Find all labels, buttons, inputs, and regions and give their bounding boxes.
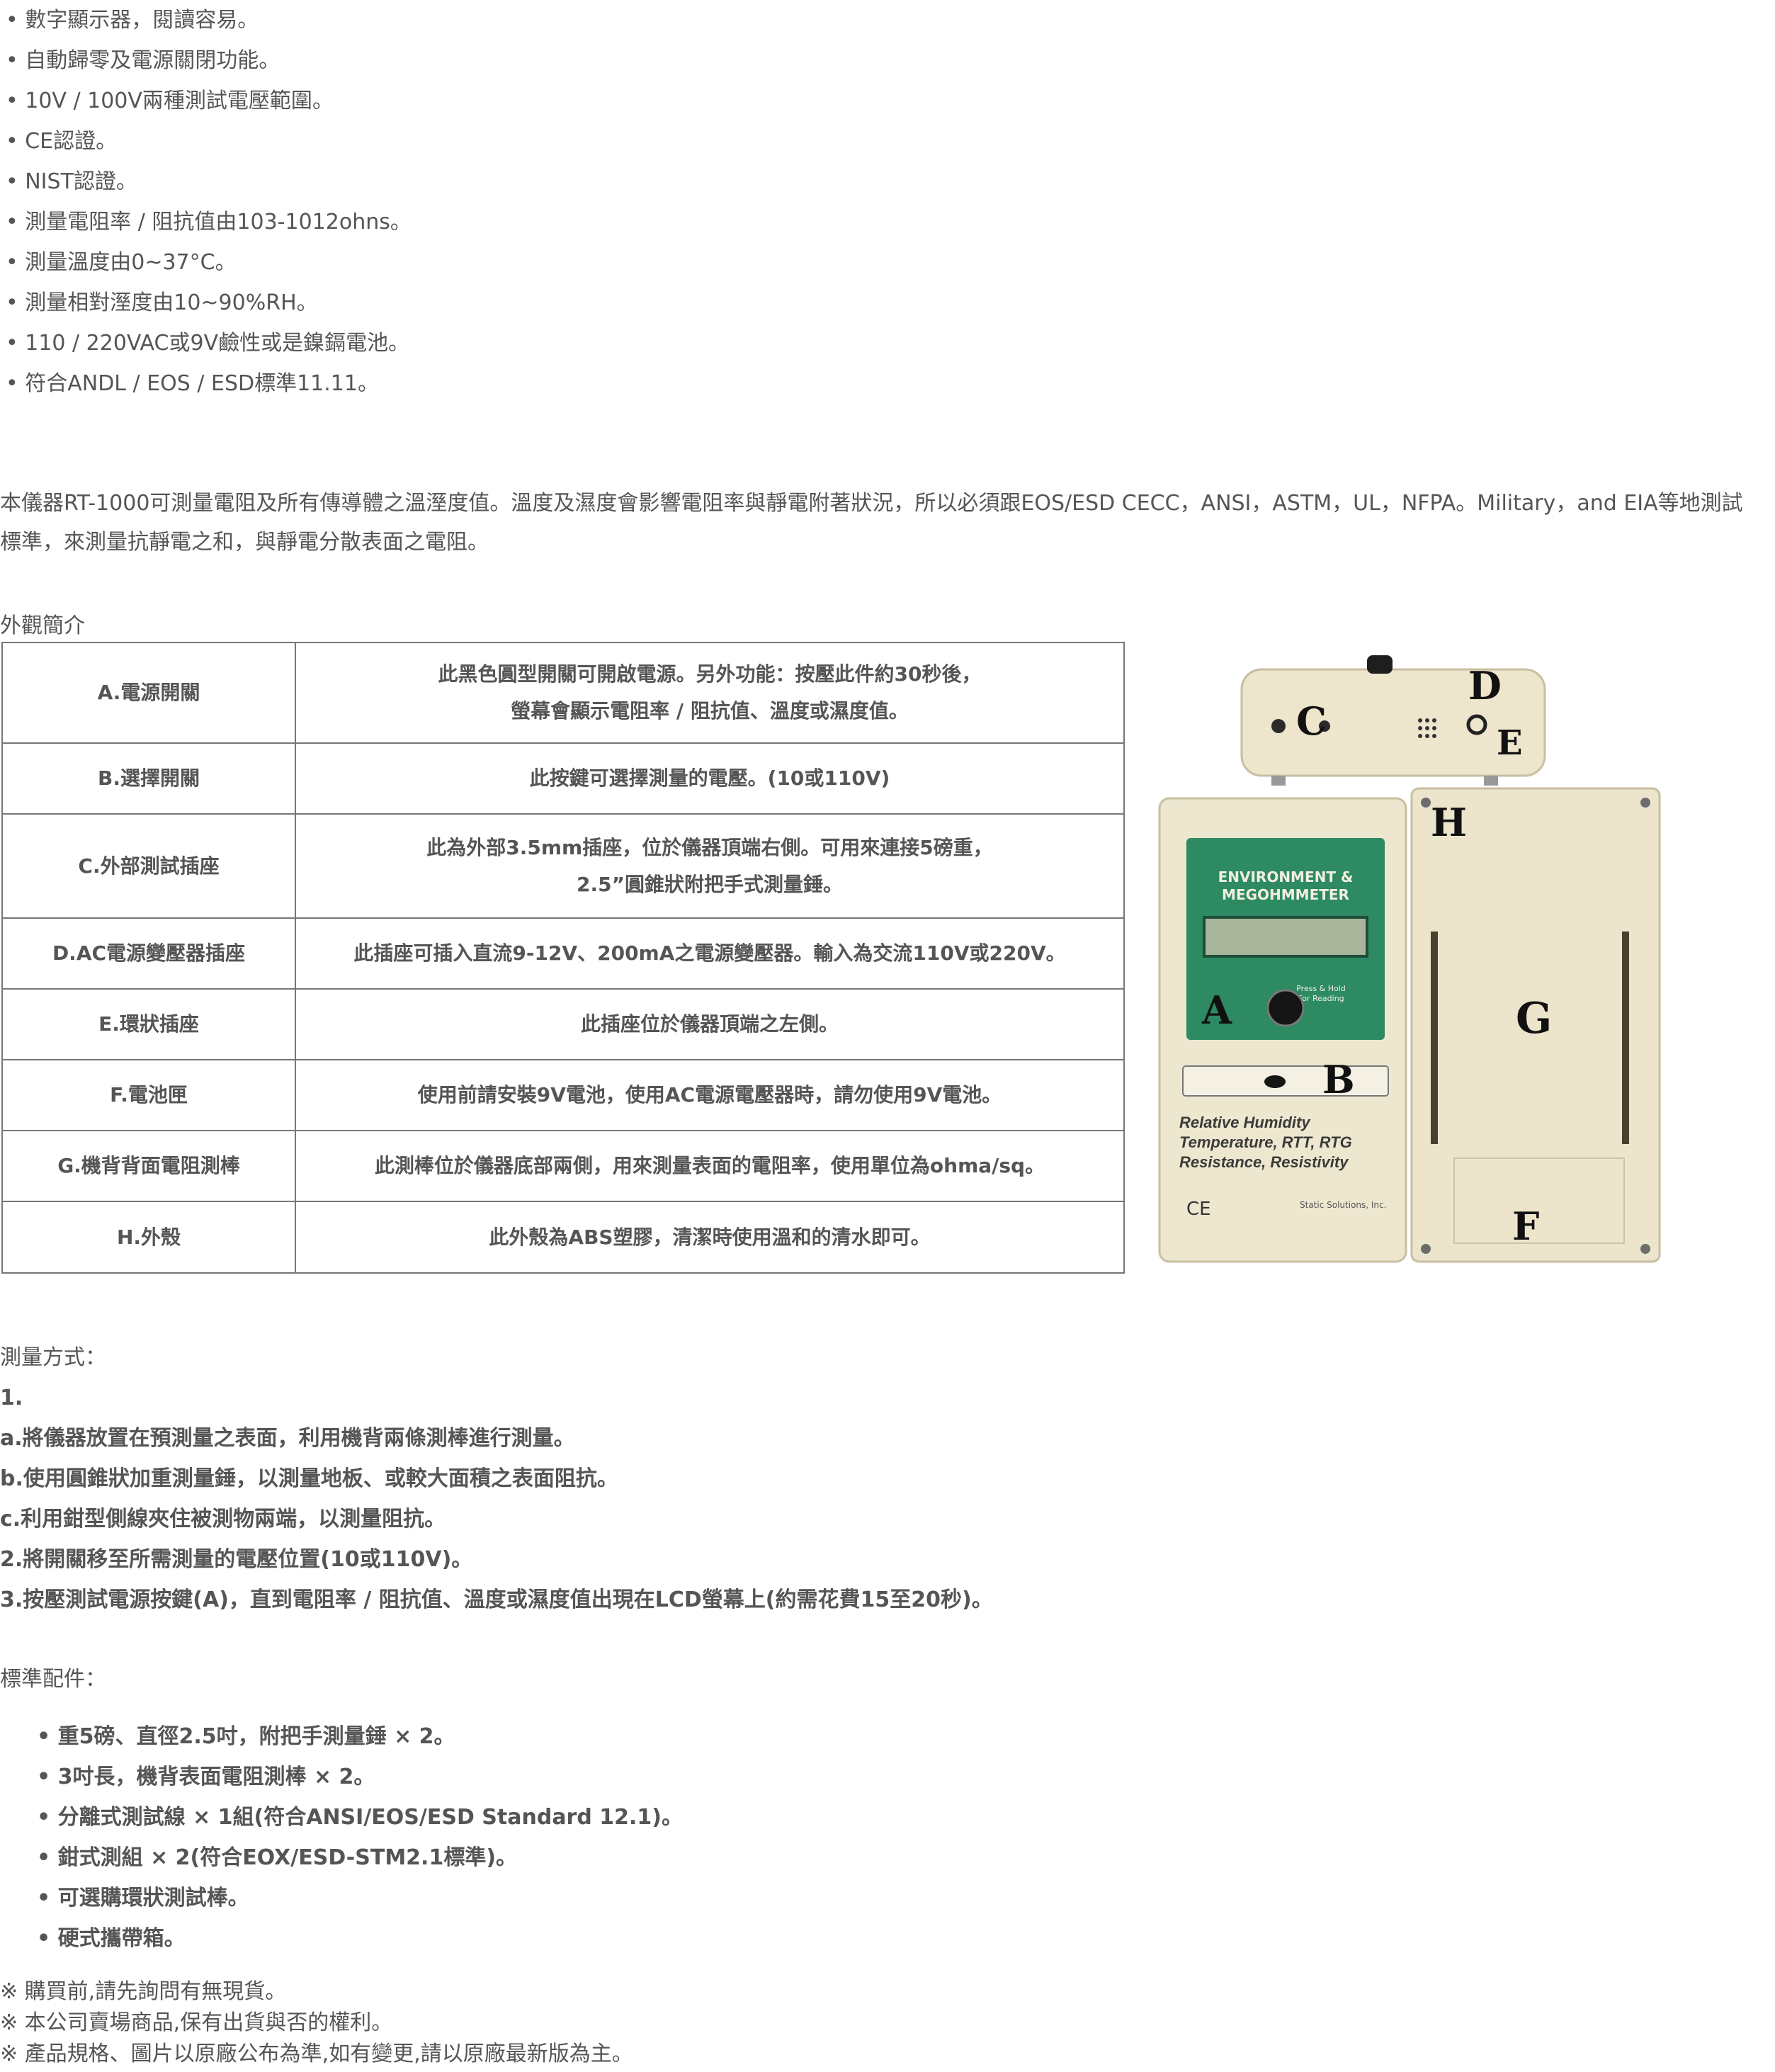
label-f: F [1512,1204,1539,1249]
part-description: 此測棒位於儀器底部兩側，用來測量表面的電阻率，使用單位為ohma/sq。 [295,1130,1125,1202]
feature-item: 10V / 100V兩種測試電壓範圍。 [0,81,412,121]
power-knob-icon [1266,989,1305,1027]
top-knob-icon [1367,655,1393,674]
accessory-item: 重5磅、直徑2.5吋，附把手測量錘 × 2。 [37,1716,683,1757]
panel-title: MEGOHMMETER [1222,886,1349,903]
accessory-item: 鉗式測組 × 2(符合EOX/ESD-STM2.1標準)。 [37,1838,683,1878]
part-name: E.環狀插座 [1,988,296,1060]
photo-caption: Temperature, RTT, RTG [1179,1133,1352,1151]
step-item: 3.按壓測試電源按鍵(A)，直到電阻率 / 阻抗值、溫度或濕度值出現在LCD螢幕… [0,1587,993,1612]
note-item: ※ 本公司賣場商品,保有出貨與否的權利。 [0,2010,393,2035]
feature-item: NIST認證。 [0,162,412,202]
brand-label: Static Solutions, Inc. [1300,1200,1386,1210]
note-item: ※ 購買前,請先詢問有無現貨。 [0,1979,287,2004]
label-d: D [1468,663,1502,708]
part-description: 此外殼為ABS塑膠，清潔時使用溫和的清水即可。 [295,1201,1125,1274]
table-row: B.選擇開關 此按鍵可選擇測量的電壓。(10或110V) [1,742,1125,815]
screw-icon [1640,1244,1650,1254]
step-item: 1. [0,1386,23,1410]
step-item: a.將儀器放置在預測量之表面，利用機背兩條測棒進行測量。 [0,1426,575,1451]
label-g: G [1516,994,1552,1043]
label-e: E [1497,723,1523,763]
photo-caption: Resistance, Resistivity [1179,1153,1349,1171]
part-description: 此黑色圓型開關可開啟電源。另外功能：按壓此件約30秒後，螢幕會顯示電阻率 / 阻… [295,642,1125,744]
panel-small-text: Press & Hold [1296,984,1346,993]
screw-icon [1640,798,1650,808]
part-name: A.電源開關 [1,642,296,744]
label-a: A [1201,987,1232,1033]
feature-item: 自動歸零及電源關閉功能。 [0,40,412,81]
feature-item: 數字顯示器，閱讀容易。 [0,0,412,40]
part-name: C.外部測試插座 [1,813,296,919]
method-title: 測量方式： [0,1345,106,1370]
measurement-steps: 測量方式： 1. a.將儀器放置在預測量之表面，利用機背兩條測棒進行測量。 b.… [0,1337,993,1620]
feature-item: 110 / 220VAC或9V鹼性或是鎳鎘電池。 [0,323,412,363]
note-item: ※ 產品規格、圖片以原廠公布為準,如有變更,請以原廠最新版為主。 [0,2042,633,2066]
feature-item: 測量電阻率 / 阻抗值由103-1012ohns。 [0,202,412,242]
table-row: G.機背背面電阻測棒 此測棒位於儀器底部兩側，用來測量表面的電阻率，使用單位為o… [1,1130,1125,1202]
panel-title: ENVIRONMENT & [1218,868,1354,885]
photo-caption: Relative Humidity [1179,1114,1311,1131]
step-item: c.利用鉗型側線夾住被測物兩端，以測量阻抗。 [0,1507,446,1532]
jack-icon [1319,720,1330,732]
feature-list: 數字顯示器，閱讀容易。 自動歸零及電源關閉功能。 10V / 100V兩種測試電… [0,0,412,404]
overview-title: 外觀簡介 [0,613,85,638]
product-photo: C D E ENVIRONMENT & MEGOHMMETER Press & … [1158,655,1661,1263]
probe-rod-right [1622,932,1629,1144]
part-description: 此插座可插入直流9-12V、200mA之電源變壓器。輸入為交流110V或220V… [295,917,1125,990]
top-module [1240,668,1546,777]
step-item: 2.將開關移至所需測量的電壓位置(10或110V)。 [0,1547,473,1572]
selector-strip [1182,1065,1389,1097]
table-row: C.外部測試插座 此為外部3.5mm插座，位於儀器頂端右側。可用來連接5磅重，2… [1,813,1125,919]
part-name: D.AC電源變壓器插座 [1,917,296,990]
intro-paragraph: 本儀器RT-1000可測量電阻及所有傳導體之溫溼度值。溫度及濕度會影響電阻率與靜… [0,491,1743,555]
power-jack-d-icon [1466,714,1487,735]
table-row: D.AC電源變壓器插座 此插座可插入直流9-12V、200mA之電源變壓器。輸入… [1,917,1125,990]
accessory-item: 3吋長，機背表面電阻測棒 × 2。 [37,1757,683,1797]
feature-item: 測量相對溼度由10~90%RH。 [0,283,412,323]
screw-icon [1421,798,1431,808]
label-h: H [1431,800,1467,845]
back-plate [1410,787,1661,1263]
probe-rod-left [1431,932,1438,1144]
part-description: 使用前請安裝9V電池，使用AC電源電壓器時，請勿使用9V電池。 [295,1059,1125,1131]
part-description: 此插座位於儀器頂端之左側。 [295,988,1125,1060]
part-name: F.電池匣 [1,1059,296,1131]
foot-icon [1271,776,1286,786]
label-b: B [1322,1057,1355,1102]
feature-item: 測量溫度由0~37°C。 [0,242,412,283]
notes-list: ※ 購買前,請先詢問有無現貨。 ※ 本公司賣場商品,保有出貨與否的權利。 ※ 產… [0,1976,633,2070]
label-c: C [1296,698,1327,744]
accessory-item: 硬式攜帶箱。 [37,1918,683,1959]
ce-mark: CE [1186,1199,1211,1220]
jack-c-icon [1271,719,1286,733]
accessories-list: 重5磅、直徑2.5吋，附把手測量錘 × 2。 3吋長，機背表面電阻測棒 × 2。… [37,1716,683,1959]
part-name: G.機背背面電阻測棒 [1,1130,296,1202]
vent-holes-icon [1418,718,1436,738]
accessory-item: 分離式測試線 × 1組(符合ANSI/EOS/ESD Standard 12.1… [37,1797,683,1838]
feature-item: 符合ANDL / EOS / ESD標準11.11。 [0,363,412,404]
table-row: F.電池匣 使用前請安裝9V電池，使用AC電源電壓器時，請勿使用9V電池。 [1,1059,1125,1131]
part-name: B.選擇開關 [1,742,296,815]
panel-small-text: For Reading [1298,994,1344,1003]
selector-switch-icon [1264,1075,1286,1088]
table-row: H.外殼 此外殼為ABS塑膠，清潔時使用溫和的清水即可。 [1,1201,1125,1274]
screw-icon [1421,1244,1431,1254]
lcd-display [1203,916,1368,958]
part-description: 此為外部3.5mm插座，位於儀器頂端右側。可用來連接5磅重，2.5”圓錐狀附把手… [295,813,1125,919]
feature-item: CE認證。 [0,121,412,162]
foot-icon [1484,776,1498,786]
part-name: H.外殼 [1,1201,296,1274]
step-item: b.使用圓錐狀加重測量錘，以測量地板、或較大面積之表面阻抗。 [0,1466,618,1491]
accessories-title: 標準配件： [0,1667,106,1692]
part-description: 此按鍵可選擇測量的電壓。(10或110V) [295,742,1125,815]
battery-door [1453,1157,1625,1244]
parts-table: A.電源開關 此黑色圓型開關可開啟電源。另外功能：按壓此件約30秒後，螢幕會顯示… [1,642,1125,1274]
table-row: A.電源開關 此黑色圓型開關可開啟電源。另外功能：按壓此件約30秒後，螢幕會顯示… [1,642,1125,744]
table-row: E.環狀插座 此插座位於儀器頂端之左側。 [1,988,1125,1060]
accessory-item: 可選購環狀測試棒。 [37,1878,683,1918]
